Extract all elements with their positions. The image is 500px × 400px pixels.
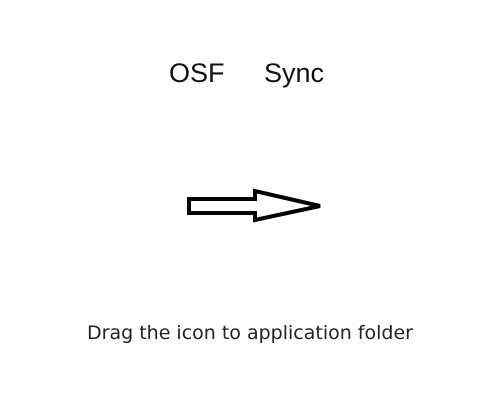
app-title-osf: OSF <box>169 58 225 88</box>
arrow-right-icon <box>185 186 325 224</box>
app-title: OSF Sync <box>0 55 500 95</box>
app-title-sync: Sync <box>264 58 325 88</box>
drag-instruction: Drag the icon to application folder <box>87 322 413 344</box>
